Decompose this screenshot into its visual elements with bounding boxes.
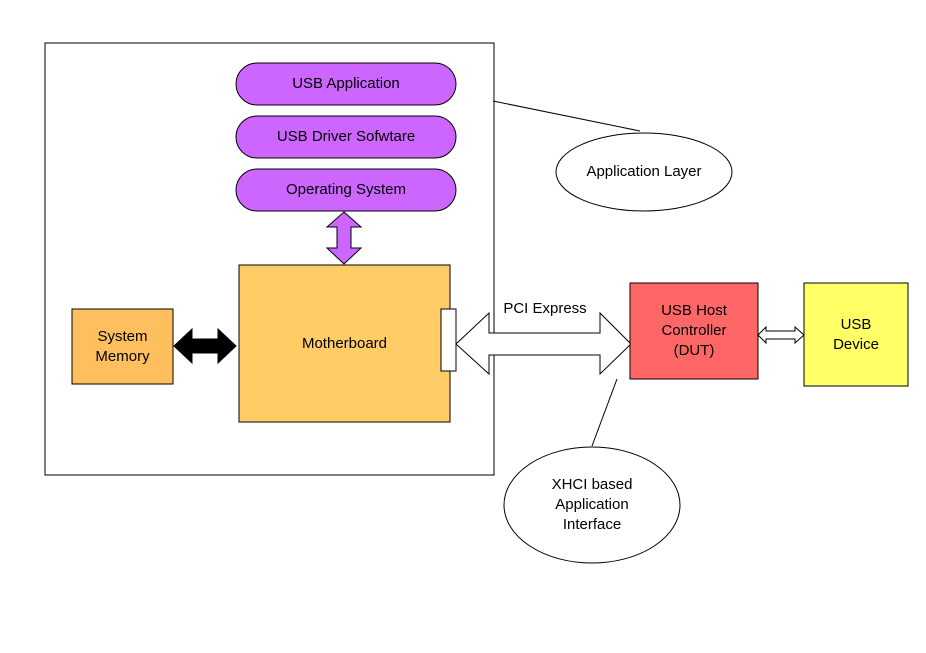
usb-device-block bbox=[803, 282, 909, 387]
usb-application-pill bbox=[235, 62, 457, 106]
usb-host-controller-label: USB Host Controller (DUT) bbox=[661, 302, 727, 359]
application-layer-label: Application Layer bbox=[586, 163, 702, 180]
usb-driver-label: USB Driver Sofwtare bbox=[276, 128, 416, 145]
system-memory-block bbox=[71, 308, 174, 385]
usb-device-label: USB Device bbox=[833, 315, 879, 353]
controller-device-arrow bbox=[757, 325, 805, 345]
pci-express-label: PCI Express bbox=[503, 300, 587, 317]
motherboard-label: Motherboard bbox=[301, 334, 388, 352]
xhci-interface-label: XHCI based Application Interface bbox=[551, 476, 633, 533]
xhci-interface-leader bbox=[591, 378, 618, 447]
operating-system-pill bbox=[235, 168, 457, 212]
pcie-connector bbox=[440, 308, 457, 372]
motherboard-block bbox=[238, 264, 451, 423]
application-layer-callout bbox=[555, 132, 733, 212]
usb-driver-pill bbox=[235, 115, 457, 159]
usb-host-controller-block bbox=[629, 282, 759, 380]
application-layer-leader bbox=[492, 100, 641, 132]
memory-motherboard-arrow bbox=[173, 327, 237, 365]
xhci-interface-callout bbox=[503, 446, 681, 564]
system-memory-label: System Memory bbox=[95, 327, 150, 365]
operating-system-label: Operating System bbox=[285, 181, 407, 198]
pci-express-arrow bbox=[455, 311, 632, 376]
usb-application-label: USB Application bbox=[292, 75, 400, 92]
os-motherboard-arrow bbox=[325, 211, 363, 265]
